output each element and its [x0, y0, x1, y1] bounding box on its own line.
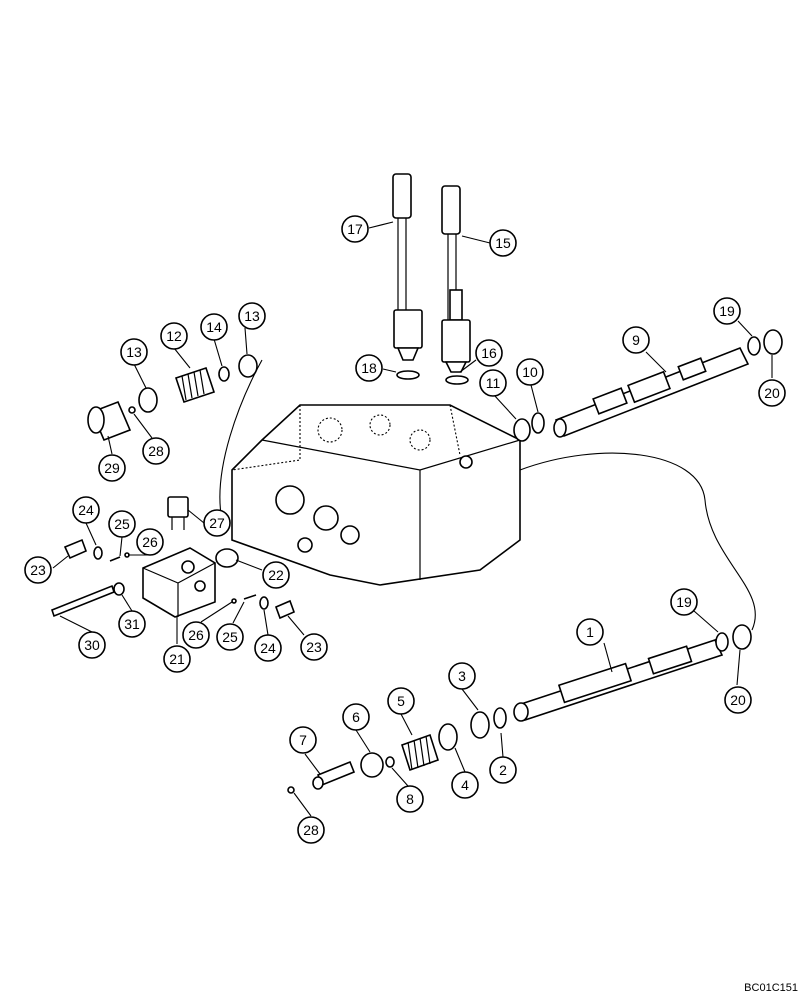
- callout-23: 23: [24, 556, 52, 584]
- leader-lines: [52, 221, 773, 817]
- callout-label: 30: [84, 637, 100, 653]
- callout-label: 1: [586, 624, 594, 640]
- callout-label: 25: [222, 629, 238, 645]
- callout-label: 13: [126, 344, 142, 360]
- callout-label: 9: [632, 332, 640, 348]
- sensor-assembly-17: [392, 173, 423, 380]
- callout-label: 22: [268, 567, 284, 583]
- callout-13: 13: [120, 338, 148, 366]
- callout-24: 24: [254, 634, 282, 662]
- callout-26: 26: [182, 621, 210, 649]
- callout-6: 6: [342, 703, 370, 731]
- callout-29: 29: [98, 454, 126, 482]
- callout-label: 26: [188, 627, 204, 643]
- lower-spool-1: [470, 624, 752, 739]
- callout-label: 8: [406, 791, 414, 807]
- callout-28: 28: [142, 437, 170, 465]
- upper-spool-9: [513, 329, 783, 442]
- callout-24: 24: [72, 496, 100, 524]
- callout-label: 19: [719, 303, 735, 319]
- callout-label: 15: [495, 235, 511, 251]
- callout-17: 17: [341, 215, 369, 243]
- callout-label: 29: [104, 460, 120, 476]
- callout-label: 6: [352, 709, 360, 725]
- callout-label: 24: [260, 640, 276, 656]
- end-block-21: [51, 496, 296, 620]
- callout-4: 4: [451, 771, 479, 799]
- callout-5: 5: [387, 687, 415, 715]
- callout-15: 15: [489, 229, 517, 257]
- callout-label: 10: [522, 364, 538, 380]
- callout-label: 18: [361, 360, 377, 376]
- callout-8: 8: [396, 785, 424, 813]
- callout-16: 16: [475, 339, 503, 367]
- sensor-assembly-15: [441, 185, 471, 385]
- callout-22: 22: [262, 561, 290, 589]
- callout-label: 28: [148, 443, 164, 459]
- callout-19: 19: [670, 588, 698, 616]
- callout-label: 12: [166, 328, 182, 344]
- callout-20: 20: [724, 686, 752, 714]
- callout-21: 21: [163, 645, 191, 673]
- callout-23: 23: [300, 633, 328, 661]
- callout-31: 31: [118, 610, 146, 638]
- callout-label: 11: [486, 375, 501, 391]
- callout-10: 10: [516, 358, 544, 386]
- callout-12: 12: [160, 322, 188, 350]
- lower-spring-pack: [287, 723, 458, 794]
- callout-25: 25: [108, 510, 136, 538]
- callout-label: 25: [114, 516, 130, 532]
- callout-2: 2: [489, 756, 517, 784]
- callout-label: 21: [169, 651, 185, 667]
- callout-20: 20: [758, 379, 786, 407]
- callout-label: 4: [461, 777, 469, 793]
- callout-label: 17: [347, 221, 363, 237]
- callout-label: 31: [124, 616, 140, 632]
- callout-30: 30: [78, 631, 106, 659]
- callout-label: 16: [481, 345, 497, 361]
- callout-label: 20: [764, 385, 780, 401]
- callout-label: 26: [142, 534, 158, 550]
- callout-1: 1: [576, 618, 604, 646]
- callout-label: 28: [303, 822, 319, 838]
- callout-26: 26: [136, 528, 164, 556]
- upper-left-spring-pack: [87, 354, 258, 442]
- callout-7: 7: [289, 726, 317, 754]
- callout-3: 3: [448, 662, 476, 690]
- callout-label: 14: [206, 319, 222, 335]
- callout-11: 11: [479, 369, 507, 397]
- callout-label: 13: [244, 308, 260, 324]
- callout-label: 5: [397, 693, 405, 709]
- callout-label: 23: [30, 562, 46, 578]
- callout-label: 7: [299, 732, 307, 748]
- callout-label: 2: [499, 762, 507, 778]
- callout-13: 13: [238, 302, 266, 330]
- callout-9: 9: [622, 326, 650, 354]
- callout-label: 23: [306, 639, 322, 655]
- callout-label: 20: [730, 692, 746, 708]
- callout-label: 3: [458, 668, 466, 684]
- callout-28: 28: [297, 816, 325, 844]
- callout-19: 19: [713, 297, 741, 325]
- callout-14: 14: [200, 313, 228, 341]
- valve-body: [231, 404, 521, 586]
- callout-label: 19: [676, 594, 692, 610]
- callout-label: 24: [78, 502, 94, 518]
- callout-27: 27: [203, 509, 231, 537]
- callout-18: 18: [355, 354, 383, 382]
- callout-25: 25: [216, 623, 244, 651]
- connector-curves: [219, 359, 756, 631]
- drawing-code: BC01C151: [744, 982, 798, 994]
- callout-label: 27: [209, 515, 225, 531]
